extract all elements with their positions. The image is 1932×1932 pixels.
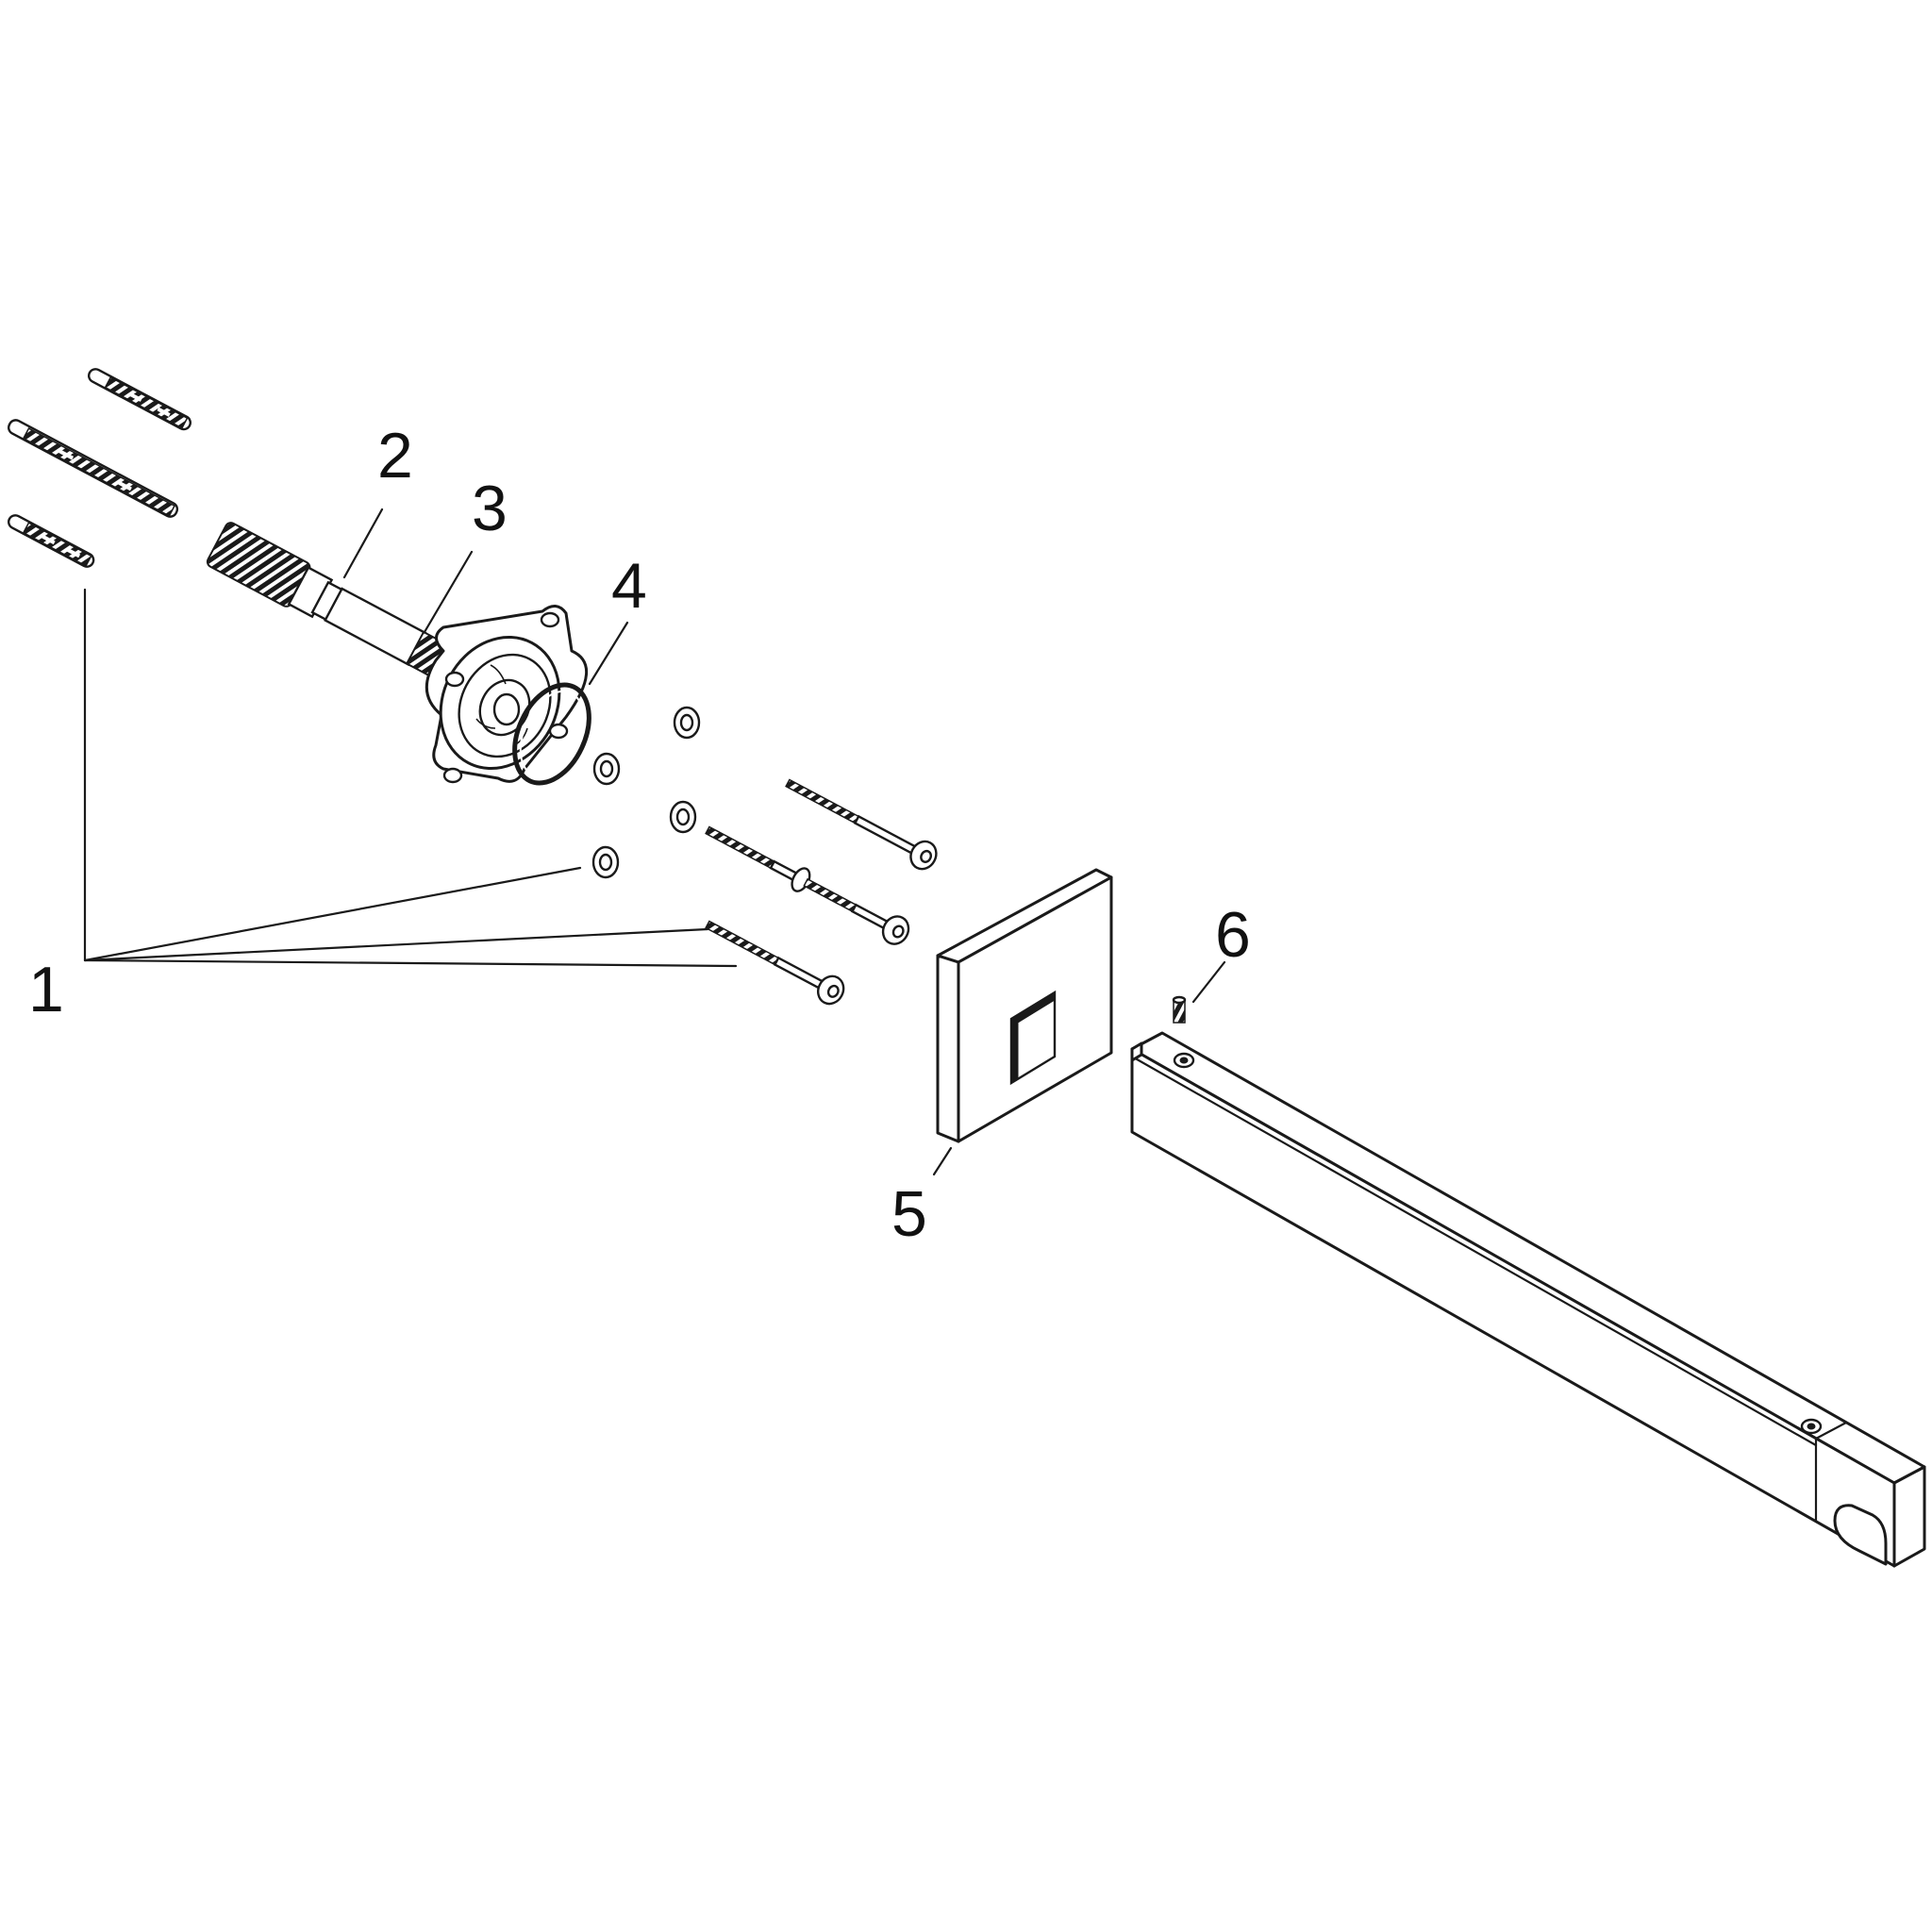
wall-plug-long bbox=[7, 419, 179, 518]
leader-lines bbox=[83, 508, 1226, 1176]
washer-b bbox=[592, 752, 621, 786]
screw-middle bbox=[705, 825, 910, 945]
threaded-connector bbox=[206, 522, 459, 682]
callout-4: 4 bbox=[611, 550, 647, 622]
wall-plug-bottom bbox=[7, 514, 95, 568]
callout-6: 6 bbox=[1215, 899, 1251, 971]
washer-a bbox=[673, 706, 701, 740]
callout-5: 5 bbox=[891, 1178, 927, 1250]
callout-3: 3 bbox=[472, 473, 508, 544]
callout-1: 1 bbox=[28, 954, 64, 1025]
mounting-flange bbox=[425, 605, 588, 784]
o-ring bbox=[512, 682, 591, 786]
callout-2: 2 bbox=[377, 420, 413, 491]
washer-c bbox=[669, 800, 697, 834]
bath-spout bbox=[1130, 1031, 1926, 1568]
wall-plug-top bbox=[87, 368, 192, 431]
grub-screw bbox=[1172, 995, 1187, 1024]
washer-d bbox=[591, 845, 620, 879]
screw-top bbox=[785, 778, 938, 871]
screw-bottom bbox=[705, 920, 845, 1006]
square-rosette bbox=[936, 868, 1113, 1143]
